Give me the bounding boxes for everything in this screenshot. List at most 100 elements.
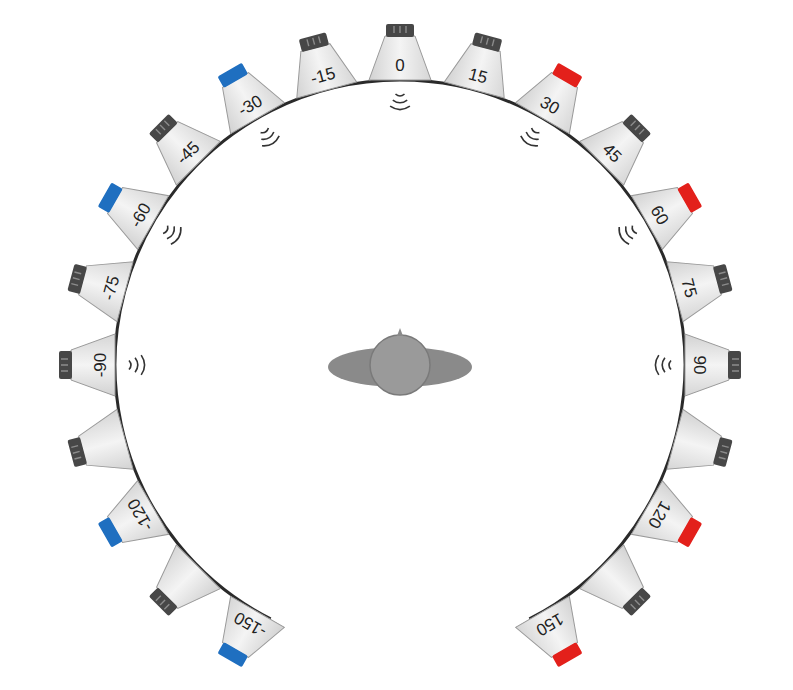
speaker-unlabeled [61,408,134,485]
sound-wave [135,358,138,372]
speaker-cap [622,114,651,143]
speaker-grille [165,604,170,609]
speaker-body [145,545,220,620]
listener-nose [397,328,403,336]
sound-wave [655,355,658,375]
sound-wave [669,361,671,370]
sound-wave [171,227,181,244]
speaker-unlabeled [666,408,739,485]
speaker-grille [71,283,78,285]
speaker-outline [666,246,739,323]
speaker-grille [630,604,635,609]
speaker-cap [622,587,651,616]
speaker: 75 [666,246,739,323]
speaker: -60 [88,166,170,250]
speaker-cap [59,351,72,379]
speaker-grille [630,121,635,126]
speaker-outline [136,543,222,629]
sound-wave [521,136,538,146]
speaker-grille [61,358,68,359]
speaker-cap [728,351,741,379]
speaker-body [631,174,700,250]
speaker-cap [677,182,702,213]
speaker-outline [61,246,134,323]
speaker: 30 [514,53,598,135]
speaker-outline [136,101,222,187]
speaker-grille [393,26,394,33]
speaker-unlabeled [578,543,664,629]
speaker: 45 [578,101,664,187]
speaker-grille [719,457,726,459]
speaker-grille [156,595,161,600]
speaker-grille [635,600,640,605]
sound-wave [390,106,410,109]
speaker-grille [722,445,729,447]
speaker: -15 [281,26,358,99]
speaker-cap [298,32,328,52]
speaker-cap [217,642,248,667]
speaker-cap [217,63,248,88]
speaker-grille [160,125,165,130]
sound-wave [396,94,405,96]
speaker-grille [399,26,400,33]
speaker-body [667,250,726,321]
listener-head [328,328,472,395]
speaker-grille [73,277,80,279]
speaker-cap [677,517,702,548]
speaker-grille [312,38,314,45]
speaker-body [209,596,285,665]
speaker-grille [639,595,644,600]
speaker-grille [73,451,80,453]
speaker-grille [732,364,739,365]
speaker-body [145,110,220,185]
speaker-outline [88,479,170,563]
speaker-grille [71,445,78,447]
speaker-body [580,110,655,185]
sound-wave [141,355,144,375]
speaker-outline [61,408,134,485]
speaker: -30 [201,53,285,135]
speaker-body [516,596,592,665]
speaker-body [209,65,285,134]
speaker-body [74,409,133,480]
ring-arc [115,80,685,619]
speaker-outline [514,53,598,135]
speaker-grille [318,36,320,43]
speaker-grille [165,121,170,126]
sound-wave [632,226,637,234]
speaker: 15 [443,26,520,99]
speaker-body [285,39,356,98]
speaker-body [685,334,729,396]
speaker: -45 [136,101,222,187]
speaker-body [100,174,169,250]
speaker-grille [405,26,406,33]
speaker: 150 [514,595,598,677]
speaker-outline [578,101,664,187]
speaker-grille [156,130,161,135]
speaker-body [369,36,431,80]
sound-wave [393,100,407,103]
sound-wave [261,128,269,133]
speaker-grille [486,38,488,45]
sound-wave [261,132,274,139]
speaker-grille [639,130,644,135]
speaker-cap [98,182,123,213]
speaker: -75 [61,246,134,323]
speaker-cap [67,436,87,466]
speaker: 120 [630,479,712,563]
speaker-body [74,250,133,321]
speaker-outline [281,26,358,99]
sound-wave [626,226,633,239]
speaker-cap [149,587,178,616]
speaker-grille [160,600,165,605]
sound-wave [167,226,174,239]
angle-label: -90 [91,333,111,397]
speaker-ring [115,80,685,619]
speaker-grille [492,39,494,46]
speaker-cap [552,642,583,667]
speaker-cap [713,436,733,466]
speaker-outline [630,479,712,563]
speaker-cap [67,263,87,293]
